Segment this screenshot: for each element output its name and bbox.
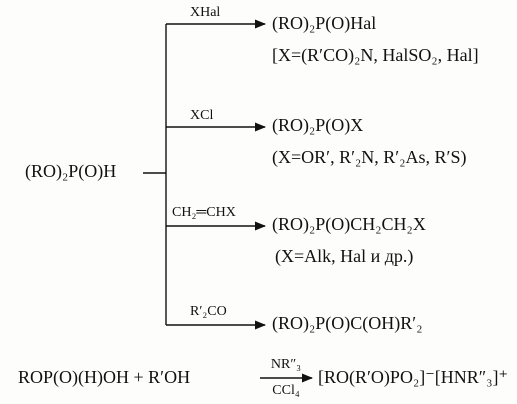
bottom-product: [RO(R′O)PO₂]⁻[HNR″₃]⁺: [318, 367, 508, 387]
reactant-formula: (RO)₂P(O)H: [25, 161, 117, 181]
bottom-reagent-below: CCl₄: [272, 383, 300, 398]
branch-1-note: [X=(R′CO)₂N, HalSO₂, Hal]: [272, 45, 479, 65]
branch-3-reagent: CH₂═CHX: [172, 205, 236, 220]
branch-1-product: (RO)₂P(O)Hal: [272, 13, 377, 33]
branch-2-product: (RO)₂P(O)X: [272, 115, 364, 135]
branch-4-product: (RO)₂P(O)C(OH)R′₂: [272, 313, 423, 333]
bottom-reagent-above: NR″₃: [270, 357, 302, 372]
bottom-reactants: ROP(O)(H)OH + R′OH: [18, 367, 191, 387]
branch-2-note: (X=OR′, R′₂N, R′₂As, R′S): [272, 147, 467, 167]
branch-4-reagent: R′₂CO: [190, 304, 227, 319]
branch-2-reagent: XCl: [190, 108, 214, 123]
branch-1-reagent: XHal: [190, 5, 221, 20]
branch-3-product: (RO)₂P(O)CH₂CH₂X: [272, 214, 426, 234]
branch-3-note: (X=Alk, Hal и др.): [275, 246, 414, 266]
